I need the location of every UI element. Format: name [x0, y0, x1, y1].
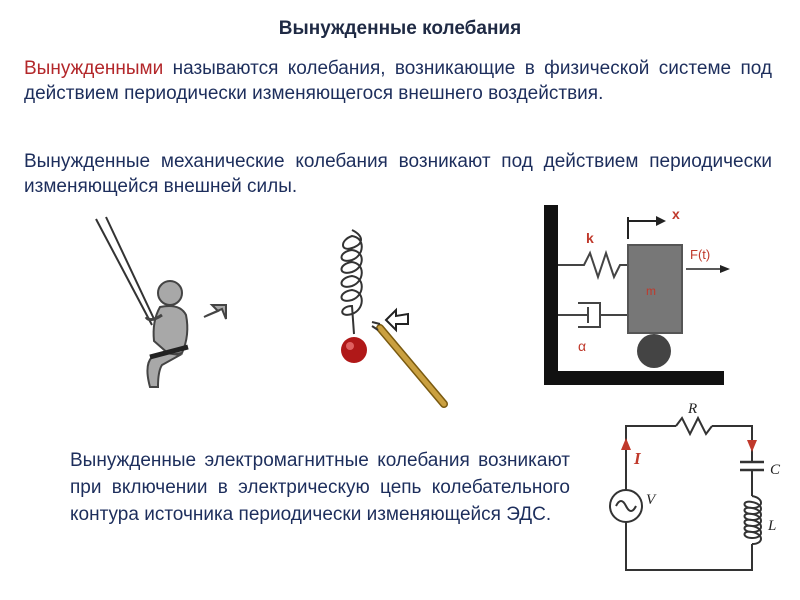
force-label: F(t)	[690, 247, 710, 262]
resistor	[675, 415, 713, 437]
circuit-wire	[625, 425, 676, 506]
red-ball	[341, 337, 367, 363]
definition-text: называются колебания, возникающие в физи…	[24, 58, 772, 104]
wheel	[637, 334, 671, 368]
x-label: x	[672, 206, 680, 222]
ball-highlight	[346, 342, 354, 350]
push-arrow-icon	[203, 304, 227, 320]
impact-mark	[371, 325, 379, 331]
child-head	[157, 280, 183, 306]
mass-block	[627, 244, 683, 334]
capacitor-label: C	[770, 462, 781, 478]
mass-label: m	[646, 284, 656, 298]
swing-rope-left	[95, 218, 153, 326]
damping-label: α	[578, 338, 586, 354]
circuit-wire	[712, 425, 753, 462]
inductor-coil	[743, 495, 762, 545]
child-arm	[144, 313, 163, 322]
swing-seat	[149, 344, 189, 360]
spring-ball-illustration	[340, 229, 448, 408]
current-arrow-right-icon	[747, 440, 757, 452]
hanging-spring	[340, 229, 363, 335]
circuit-wire	[625, 522, 753, 571]
stick-fill	[377, 325, 447, 407]
swing-illustration	[95, 216, 227, 388]
current-arrow-up-icon	[621, 438, 631, 450]
mechanical-paragraph: Вынужденные механические колебания возни…	[24, 151, 772, 197]
lc-circuit-diagram: R C L V I	[609, 401, 781, 571]
page-title: Вынужденные колебания	[278, 18, 522, 39]
force-arrow-head	[720, 265, 730, 273]
current-label: I	[633, 449, 642, 468]
child-body	[152, 305, 189, 357]
resistor-label: R	[687, 401, 697, 417]
spring-mass-system: k α m x F(t)	[544, 205, 730, 385]
floor	[544, 371, 724, 385]
impact-arrow-icon	[384, 307, 409, 333]
electromagnetic-paragraph: Вынужденные электромагнитные колебания в…	[70, 450, 570, 525]
child-legs	[146, 351, 184, 388]
x-arrow-head	[656, 216, 666, 226]
impact-mark	[371, 321, 381, 325]
wall	[544, 205, 558, 385]
voltage-label: V	[646, 492, 657, 508]
definition-paragraph: Вынужденными называются колебания, возни…	[24, 56, 772, 106]
ac-wave-icon	[615, 500, 637, 512]
spring-k-label: k	[586, 230, 594, 246]
inductor-label: L	[767, 518, 776, 534]
spring-k	[558, 249, 628, 281]
definition-term: Вынужденными	[24, 58, 164, 79]
